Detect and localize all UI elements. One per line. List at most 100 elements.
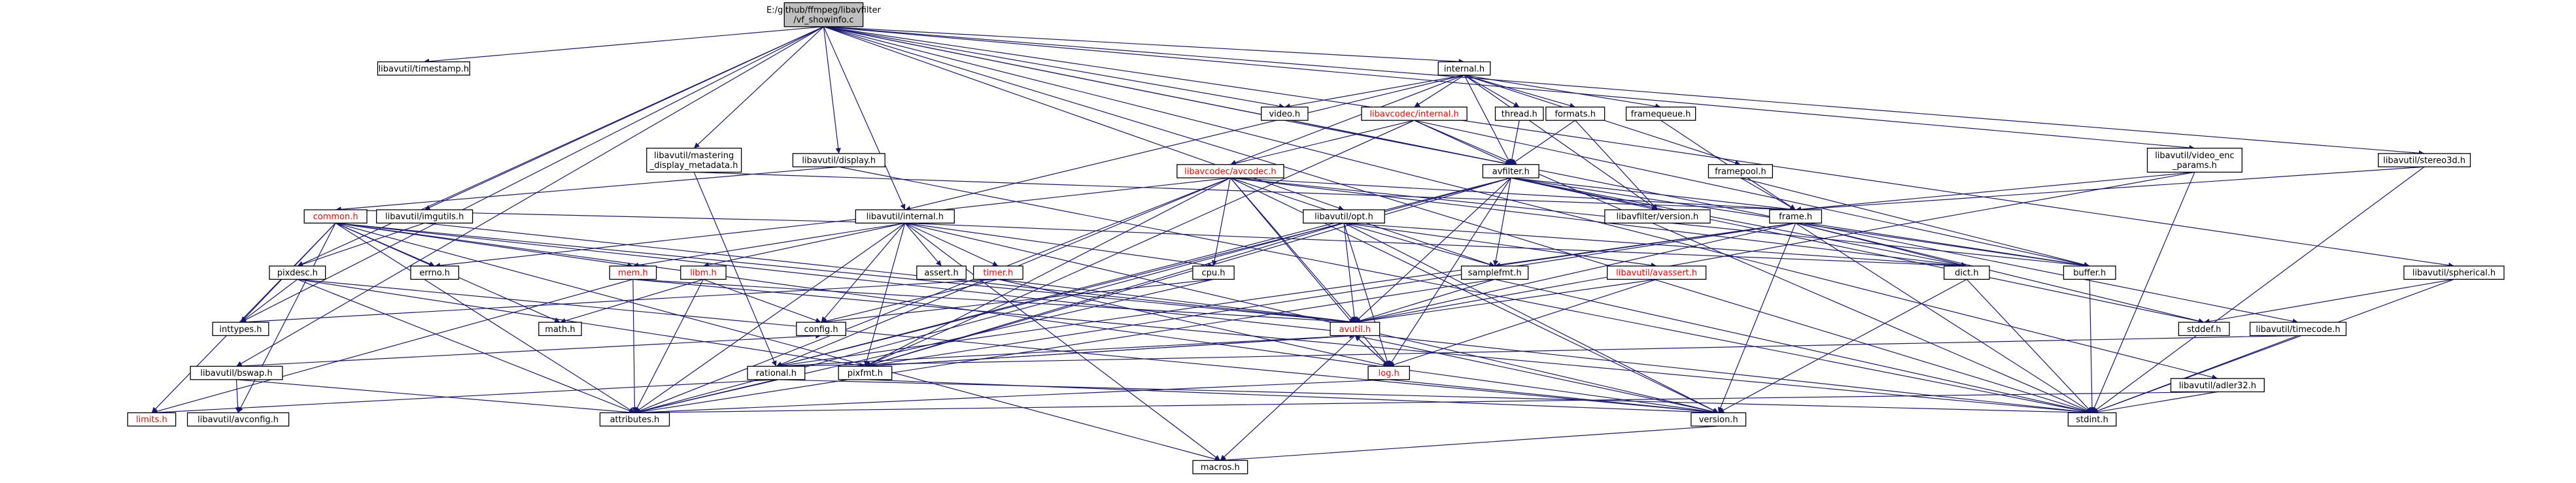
node-formats[interactable]: formats.h	[1545, 107, 1606, 121]
node-macros[interactable]: macros.h	[1192, 459, 1248, 475]
node-box	[838, 365, 893, 380]
node-mem[interactable]: mem.h	[609, 265, 657, 280]
node-box	[190, 365, 283, 380]
node-frame[interactable]: frame.h	[1769, 209, 1823, 224]
node-label: math.h	[545, 325, 575, 335]
node-opt[interactable]: libavutil/opt.h	[1303, 209, 1385, 224]
node-video[interactable]: video.h	[1260, 107, 1309, 121]
node-videoenc[interactable]: libavutil/video_enc_params.h	[2146, 148, 2242, 173]
node-avfversion[interactable]: libavfilter/version.h	[1604, 209, 1711, 224]
edge-avfilter-to-frame	[1511, 177, 1796, 212]
node-avassert[interactable]: libavutil/avassert.h	[1607, 265, 1707, 280]
node-cpu[interactable]: cpu.h	[1192, 265, 1235, 280]
edge-avcodec-to-dict	[1230, 177, 1967, 269]
edge-rational-to-stdint	[776, 379, 2093, 416]
edge-root-to-timestamp	[423, 26, 824, 65]
edge-avfilter-to-avutil	[1354, 177, 1511, 323]
node-label: macros.h	[1201, 463, 1240, 473]
node-box	[2146, 148, 2242, 173]
edge-avuinternal-to-libm	[703, 222, 905, 268]
edge-root-to-mastering	[693, 26, 824, 149]
edge-videoenc-to-avutil	[1354, 171, 2195, 324]
node-samplefmt[interactable]: samplefmt.h	[1461, 265, 1529, 280]
node-rational[interactable]: rational.h	[747, 365, 806, 380]
node-limits[interactable]: limits.h	[127, 412, 177, 427]
node-avcodec[interactable]: libavcodec/avcodec.h	[1176, 164, 1284, 178]
edge-samplefmt-to-attributes	[634, 278, 1495, 415]
node-bswap[interactable]: libavutil/bswap.h	[190, 365, 283, 380]
node-label: libavutil/imgutils.h	[385, 212, 464, 222]
node-box	[2170, 378, 2265, 393]
edge-thread-to-avfilter	[1509, 120, 1520, 165]
edge-root-to-avuinternal	[823, 26, 906, 210]
node-math[interactable]: math.h	[538, 322, 582, 337]
edge-avassert-to-log	[1388, 278, 1657, 367]
node-root[interactable]: E:/github/ffmpeg/libavfilter/vf_showinfo…	[766, 2, 882, 27]
node-display[interactable]: libavutil/display.h	[792, 153, 885, 167]
node-internal[interactable]: internal.h	[1437, 61, 1491, 76]
node-box	[1494, 107, 1544, 121]
node-inttypes[interactable]: inttypes.h	[212, 322, 269, 337]
edge-formats-to-avfilter	[1510, 120, 1576, 165]
node-box	[2403, 265, 2505, 280]
node-stdint[interactable]: stdint.h	[2067, 412, 2117, 427]
node-common[interactable]: common.h	[303, 209, 368, 224]
node-box	[1361, 107, 1468, 121]
node-box	[972, 265, 1023, 280]
node-avuinternal[interactable]: libavutil/internal.h	[855, 209, 955, 224]
node-pixfmt[interactable]: pixfmt.h	[838, 365, 893, 380]
node-avcinternal[interactable]: libavcodec/internal.h	[1361, 107, 1468, 121]
node-attributes[interactable]: attributes.h	[599, 412, 670, 427]
node-label: video.h	[1269, 109, 1300, 119]
node-stereo3d[interactable]: libavutil/stereo3d.h	[2378, 153, 2471, 167]
node-errno[interactable]: errno.h	[410, 265, 460, 280]
file-nodes: E:/github/ffmpeg/libavfilter/vf_showinfo…	[127, 2, 2505, 475]
edge-dict-to-version	[1718, 278, 1967, 414]
edge-dict-to-stdint	[1966, 278, 2093, 413]
edge-common-to-mem	[335, 222, 633, 268]
node-libm[interactable]: libm.h	[680, 265, 727, 280]
node-avconfig[interactable]: libavutil/avconfig.h	[186, 412, 290, 427]
edge-opt-to-pixfmt	[865, 222, 1345, 368]
node-imgutils[interactable]: libavutil/imgutils.h	[376, 209, 473, 224]
node-buffer[interactable]: buffer.h	[2063, 265, 2116, 280]
edge-root-to-bswap	[236, 26, 824, 367]
node-avutil[interactable]: avutil.h	[1330, 322, 1381, 337]
node-config[interactable]: config.h	[796, 322, 846, 337]
node-stddef[interactable]: stddef.h	[2178, 322, 2230, 337]
node-label: inttypes.h	[219, 325, 262, 335]
node-timecode[interactable]: libavutil/timecode.h	[2249, 322, 2347, 337]
edge-avcinternal-to-avcodec	[1230, 120, 1415, 166]
node-pixdesc[interactable]: pixdesc.h	[269, 265, 326, 280]
node-timer[interactable]: timer.h	[972, 265, 1023, 280]
node-box	[792, 153, 885, 167]
node-avfilter[interactable]: avfilter.h	[1482, 164, 1539, 178]
edge-adler32-to-stdint	[2092, 391, 2218, 415]
node-box	[2178, 322, 2230, 337]
edge-videoenc-to-frame	[1795, 171, 2195, 212]
node-assert[interactable]: assert.h	[916, 265, 967, 280]
node-box	[2378, 153, 2471, 167]
node-spherical[interactable]: libavutil/spherical.h	[2403, 265, 2505, 280]
node-box	[1176, 164, 1284, 178]
node-adler32[interactable]: libavutil/adler32.h	[2170, 378, 2265, 393]
node-box	[1330, 322, 1381, 337]
node-log[interactable]: log.h	[1367, 365, 1410, 380]
edge-root-to-video	[823, 26, 1285, 109]
node-box	[538, 322, 582, 337]
node-framequeue[interactable]: framequeue.h	[1625, 107, 1696, 121]
node-dict[interactable]: dict.h	[1944, 265, 1990, 280]
edge-cpu-to-config	[821, 278, 1214, 325]
edge-avfilter-to-log	[1388, 177, 1511, 367]
node-thread[interactable]: thread.h	[1494, 107, 1544, 121]
node-box	[2067, 412, 2117, 427]
node-framepool[interactable]: framepool.h	[1708, 164, 1774, 178]
node-box	[599, 412, 670, 427]
node-timestamp[interactable]: libavutil/timestamp.h	[377, 61, 470, 76]
node-label: log.h	[1379, 369, 1400, 378]
node-label: E:/github/ffmpeg/libavfilter	[766, 5, 882, 15]
node-version[interactable]: version.h	[1691, 412, 1747, 427]
node-mastering[interactable]: libavutil/mastering_display_metadata.h	[646, 148, 742, 173]
edge-opt-to-avutil	[1343, 223, 1358, 323]
edge-spherical-to-stddef	[2204, 278, 2454, 324]
